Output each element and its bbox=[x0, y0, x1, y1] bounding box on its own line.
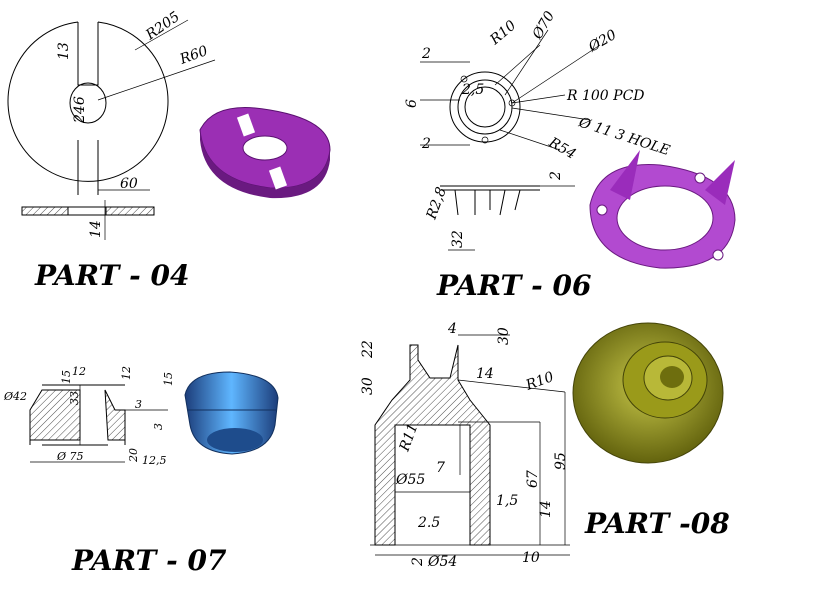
dim-2-side: 2 bbox=[548, 171, 564, 181]
dim-d11-holes: Ø 11 3 HOLE bbox=[576, 114, 672, 159]
part-08-drawing: 4 30 22 14 30 R10 R11 7 95 67 Ø55 1,5 14… bbox=[360, 321, 570, 570]
dim-3-b: 3 bbox=[152, 423, 165, 430]
dim-6: 6 bbox=[404, 99, 420, 108]
part-08-title: PART -08 bbox=[584, 507, 730, 540]
dim-15-left: 15 bbox=[60, 370, 73, 384]
dim-15-right: 15 bbox=[162, 372, 175, 386]
dim-7: 7 bbox=[436, 460, 445, 476]
dim-d55: Ø55 bbox=[395, 472, 425, 488]
dim-12-top: 12 bbox=[72, 365, 86, 378]
dim-22: 22 bbox=[360, 340, 376, 359]
dim-2: 2 bbox=[410, 557, 426, 567]
dim-10: 10 bbox=[522, 550, 540, 566]
dim-r10: R10 bbox=[487, 18, 520, 49]
dim-d70: Ø70 bbox=[529, 9, 558, 43]
dim-95: 95 bbox=[553, 452, 569, 470]
dim-d42: Ø42 bbox=[3, 390, 27, 403]
dim-246: 246 bbox=[72, 96, 88, 124]
dim-12-5: 12,5 bbox=[142, 454, 167, 467]
dim-30-left: 30 bbox=[360, 377, 376, 395]
dim-r2-8: R2,8 bbox=[423, 185, 450, 222]
dim-14-bottom: 14 bbox=[538, 500, 554, 518]
part-07-drawing: 15 12 12 15 Ø42 33 3 3 Ø 75 20 12,5 bbox=[3, 365, 175, 467]
part-04-3d-model bbox=[199, 107, 331, 199]
dim-r11: R11 bbox=[396, 421, 421, 454]
dim-r54: R54 bbox=[545, 134, 578, 163]
dim-67: 67 bbox=[525, 470, 541, 488]
part-04-title: PART - 04 bbox=[34, 259, 189, 292]
dim-60: 60 bbox=[120, 176, 138, 192]
dim-2-top: 2 bbox=[421, 46, 431, 62]
dim-14-top: 14 bbox=[476, 366, 494, 382]
dim-d75: Ø 75 bbox=[56, 450, 84, 463]
dim-4: 4 bbox=[447, 321, 457, 337]
part-07-3d-model bbox=[184, 371, 279, 455]
dim-r100-pcd: R 100 PCD bbox=[566, 88, 645, 104]
dim-3-a: 3 bbox=[135, 398, 142, 411]
dim-14: 14 bbox=[88, 220, 104, 238]
dim-1-5: 1,5 bbox=[496, 493, 518, 509]
part-06-title: PART - 06 bbox=[436, 269, 591, 302]
part-04-drawing: R205 R60 13 246 60 14 bbox=[7, 9, 216, 240]
dim-33: 33 bbox=[68, 391, 81, 405]
dim-30-top: 30 bbox=[496, 327, 512, 345]
dim-2-5: 2.5 bbox=[417, 515, 440, 531]
dim-12-right: 12 bbox=[120, 366, 133, 380]
dim-13: 13 bbox=[56, 42, 72, 60]
dim-32: 32 bbox=[450, 230, 466, 248]
dim-20: 20 bbox=[127, 448, 140, 463]
part-08-3d-model bbox=[572, 322, 724, 464]
part-06-3d-model bbox=[589, 150, 736, 269]
dim-2-5: 2,5 bbox=[461, 82, 484, 98]
part-07-title: PART - 07 bbox=[71, 544, 227, 577]
dim-r60: R60 bbox=[177, 43, 210, 68]
dim-d54: Ø54 bbox=[427, 554, 457, 570]
dim-2-bottom: 2 bbox=[421, 136, 431, 152]
